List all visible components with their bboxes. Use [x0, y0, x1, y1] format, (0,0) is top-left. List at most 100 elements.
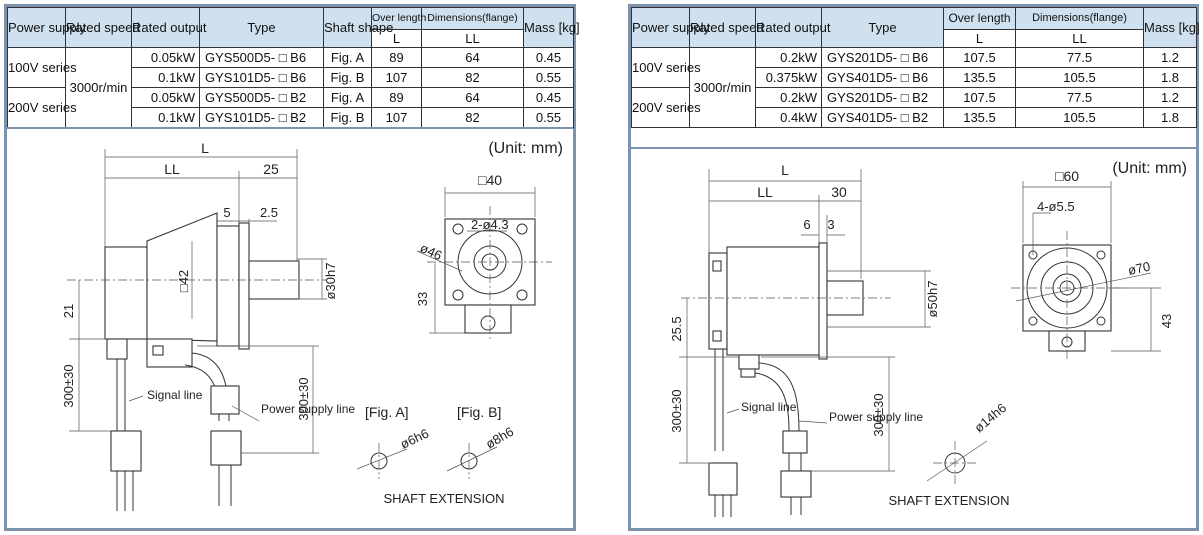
left-spec-panel: Power supply Rated speed Rated output Ty… — [4, 4, 580, 531]
fig-a-label: [Fig. A] — [365, 404, 409, 420]
header-rated-output: Rated output — [131, 7, 206, 48]
table-row: 100V series 3000r/min 0.05kW GYS500D5- □… — [7, 47, 574, 128]
flange-cell: 64 — [421, 47, 524, 68]
table-row: 100V series 3000r/min 0.2kW GYS201D5- □ … — [631, 47, 1197, 128]
output-cell: 0.1kW — [131, 67, 200, 88]
fig-a-dim-label: ø6h6 — [398, 426, 431, 452]
dim-5-label: 5 — [223, 205, 230, 220]
dim-cable-signal-label: 300±30 — [669, 389, 684, 432]
power-group-cell: 100V series — [631, 47, 701, 88]
dim-21-label: 21 — [61, 304, 76, 318]
dim-cable-signal-label: 300±30 — [61, 364, 76, 407]
dim-70-label: ø70 — [1127, 259, 1152, 278]
flange-cell: 77.5 — [1015, 47, 1144, 68]
type-cell: GYS201D5- □ B2 — [821, 87, 944, 108]
power-group-cell: 200V series — [7, 87, 77, 128]
header-power-supply: Power supply — [631, 7, 710, 48]
header-dimensions-sub: LL — [421, 29, 524, 48]
header-mass: Mass [kg] — [523, 7, 580, 48]
over-length-cell: 107 — [371, 107, 422, 128]
dim-46-label: ø46 — [418, 240, 445, 263]
dim-2-5-label: 2.5 — [260, 205, 278, 220]
dim-l-label: L — [781, 162, 789, 178]
rated-speed-cell: 3000r/min — [689, 47, 756, 128]
over-length-cell: 89 — [371, 87, 422, 108]
flange-cell: 82 — [421, 107, 524, 128]
shaft-cell: Fig. A — [323, 87, 372, 108]
type-cell: GYS401D5- □ B2 — [821, 107, 944, 128]
dim-shaft-dia-label: ø30h7 — [323, 263, 338, 300]
vertical-dimension-lines — [679, 270, 931, 472]
mass-cell: 0.55 — [523, 67, 574, 88]
right-dimension-drawing: (Unit: mm) L LL 30 6 3 — [669, 160, 1187, 517]
shaft-extension-detail — [926, 440, 988, 485]
dim-l-label: L — [201, 140, 209, 156]
shaft-cell: Fig. B — [323, 107, 372, 128]
header-over-length: Over length — [371, 7, 426, 30]
header-dimensions: Dimensions(flange) — [421, 7, 524, 30]
over-length-cell: 135.5 — [943, 107, 1016, 128]
vertical-dimension-lines — [69, 241, 327, 454]
mass-cell: 1.8 — [1143, 107, 1197, 128]
shaft-dia-label: ø14h6 — [971, 400, 1009, 435]
signal-line-label: Signal line — [147, 388, 203, 402]
header-power-supply: Power supply — [7, 7, 86, 48]
output-cell: 0.1kW — [131, 107, 200, 128]
flange-cell: 77.5 — [1015, 87, 1144, 108]
table-divider — [631, 147, 1196, 149]
power-group-cell: 200V series — [631, 87, 701, 128]
dim-sq42-label: □42 — [176, 270, 191, 292]
over-length-cell: 107 — [371, 67, 422, 88]
shaft-cell: Fig. B — [323, 67, 372, 88]
header-rated-speed: Rated speed — [65, 7, 140, 48]
dim-sq40-label: □40 — [478, 172, 502, 188]
dim-43-label: 43 — [1159, 314, 1174, 328]
type-cell: GYS500D5- □ B6 — [199, 47, 324, 68]
type-cell: GYS401D5- □ B6 — [821, 67, 944, 88]
flange-cell: 105.5 — [1015, 107, 1144, 128]
dim-30-label: 30 — [831, 184, 847, 200]
flange-cell: 64 — [421, 87, 524, 108]
shaft-extension-label: SHAFT EXTENSION — [383, 491, 504, 506]
rated-speed-cell: 3000r/min — [65, 47, 132, 128]
output-cell: 0.2kW — [755, 47, 822, 68]
dim-sq60-label: □60 — [1055, 168, 1079, 184]
output-cell: 0.2kW — [755, 87, 822, 108]
header-type: Type — [821, 7, 944, 48]
over-length-cell: 107.5 — [943, 47, 1016, 68]
dim-ll-label: LL — [757, 184, 773, 200]
motor-side-view — [67, 212, 327, 511]
output-cell: 0.05kW — [131, 47, 200, 68]
type-cell: GYS500D5- □ B2 — [199, 87, 324, 108]
power-line-label: Power supply line — [261, 402, 355, 416]
type-cell: GYS201D5- □ B6 — [821, 47, 944, 68]
dimension-lines — [708, 169, 862, 279]
over-length-cell: 135.5 — [943, 67, 1016, 88]
mass-cell: 0.45 — [523, 87, 574, 108]
flange-front-view — [1011, 181, 1161, 361]
flange-front-view — [416, 187, 552, 341]
over-length-cell: 89 — [371, 47, 422, 68]
unit-label: (Unit: mm) — [488, 140, 563, 157]
signal-line-label: Signal line — [741, 400, 797, 414]
flange-cell: 82 — [421, 67, 524, 88]
header-over-length: Over length — [943, 7, 1016, 30]
dim-3-label: 3 — [827, 217, 834, 232]
over-length-cell: 107.5 — [943, 87, 1016, 108]
output-cell: 0.375kW — [755, 67, 822, 88]
right-spec-panel: Power supply Rated speed Rated output Ty… — [628, 4, 1200, 531]
header-dimensions-sub: LL — [1015, 29, 1144, 48]
dim-33-label: 33 — [415, 292, 430, 306]
header-over-length-sub: L — [371, 29, 422, 48]
type-cell: GYS101D5- □ B6 — [199, 67, 324, 88]
dim-ll-label: LL — [164, 161, 180, 177]
unit-label: (Unit: mm) — [1112, 160, 1187, 177]
fig-b-dim-label: ø8h6 — [483, 424, 516, 452]
dim-holes-label: 2-ø4.3 — [471, 217, 509, 232]
shaft-fig-b — [446, 443, 498, 479]
header-mass: Mass [kg] — [1143, 7, 1200, 48]
dim-holes-label: 4-ø5.5 — [1037, 199, 1075, 214]
right-spec-table: Power supply Rated speed Rated output Ty… — [631, 7, 1200, 128]
dim-6-label: 6 — [803, 217, 810, 232]
power-group-cell: 100V series — [7, 47, 77, 88]
